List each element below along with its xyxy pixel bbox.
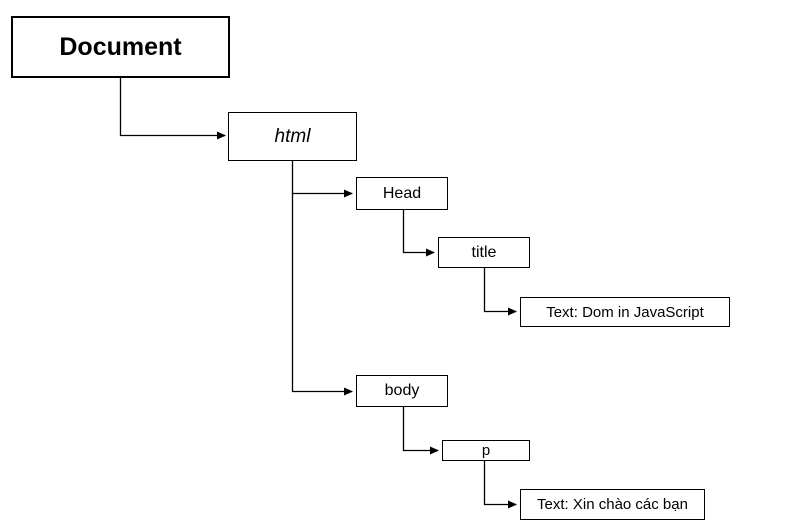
edge-head-title (402, 210, 435, 257)
node-head-label: Head (382, 184, 422, 202)
node-title-text: Text: Dom in JavaScript (520, 297, 730, 327)
node-p: p (442, 440, 530, 461)
node-title: title (438, 237, 530, 268)
node-p-text: Text: Xin chào các bạn (520, 489, 705, 520)
node-title-text-label: Text: Dom in JavaScript (546, 303, 704, 321)
edge-html-body (291, 193, 353, 396)
edge-title-text (483, 268, 517, 316)
node-p-label: p (481, 442, 491, 459)
edge-p-text (483, 461, 517, 509)
node-body: body (356, 375, 448, 407)
node-head: Head (356, 177, 448, 210)
node-html: html (228, 112, 357, 161)
node-body-label: body (384, 382, 420, 399)
edge-html-head (291, 161, 353, 198)
node-title-label: title (471, 243, 497, 261)
edge-body-p (402, 407, 439, 455)
node-document-label: Document (59, 32, 182, 61)
node-html-label: html (274, 126, 311, 147)
node-p-text-label: Text: Xin chào các bạn (537, 496, 688, 513)
edge-document-html (119, 78, 226, 140)
node-document: Document (11, 16, 230, 78)
